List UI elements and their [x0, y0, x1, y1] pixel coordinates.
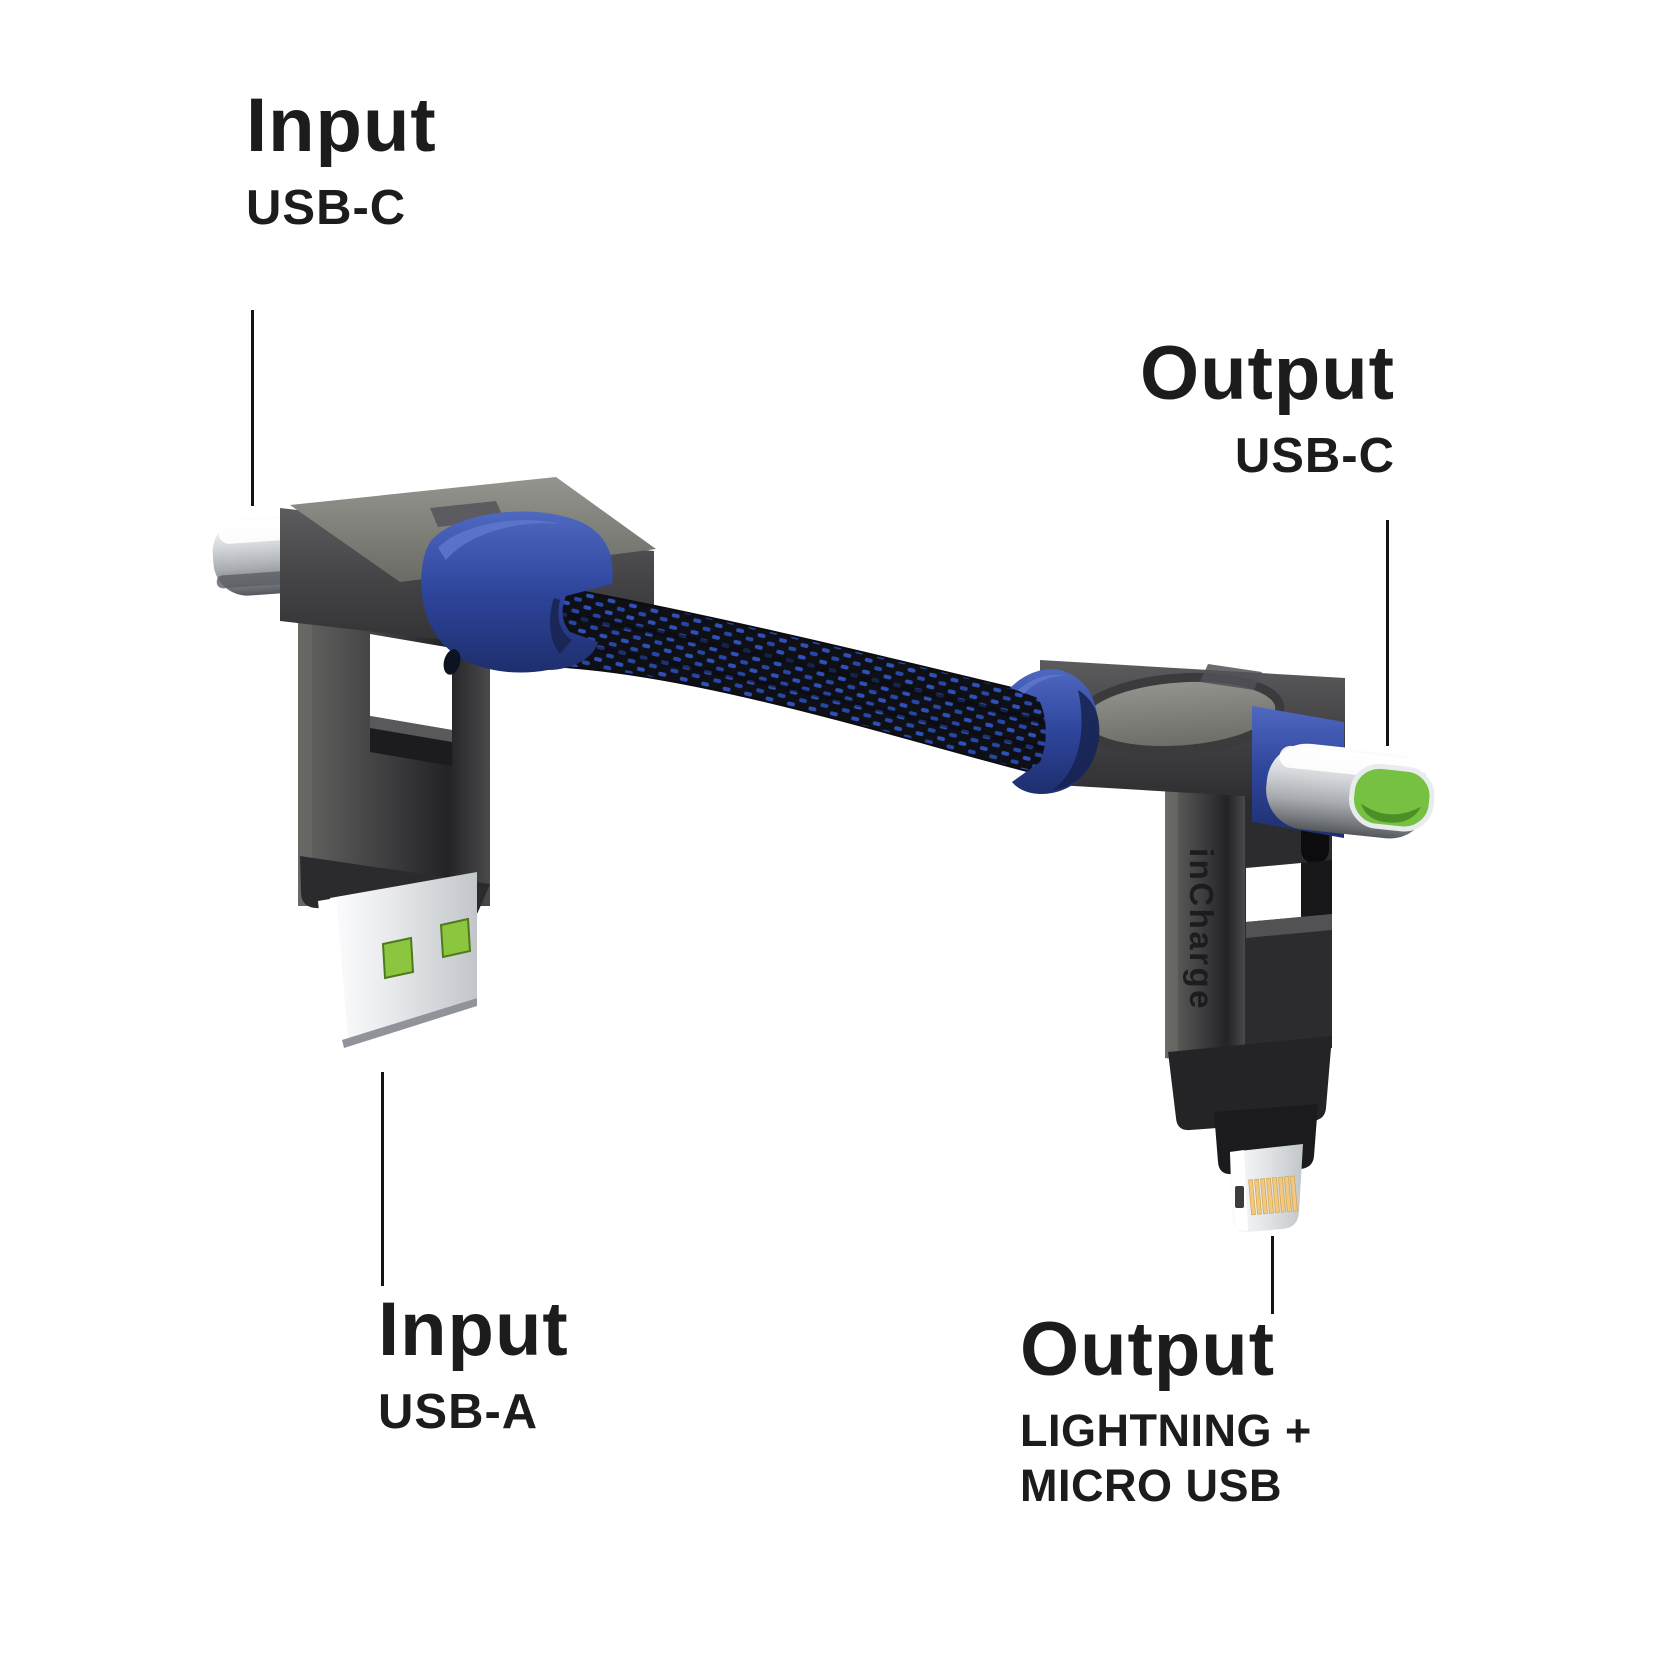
callout-subtitle-line2: MICRO USB — [1020, 1459, 1282, 1511]
leader-line-input-usba — [381, 1072, 384, 1286]
callout-subtitle: USB-A — [378, 1385, 539, 1439]
lightning-pins — [1248, 1175, 1298, 1216]
right-arm-window — [1246, 863, 1301, 922]
left-arm — [298, 596, 490, 906]
callout-input-usba: Input USB-A — [378, 1292, 569, 1437]
callout-subtitle: LIGHTNING + MICRO USB — [1020, 1404, 1312, 1514]
lightning-adapter — [1168, 1036, 1332, 1233]
leader-line-input-usbc — [251, 310, 254, 506]
callout-input-usbc: Input USB-C — [246, 88, 437, 233]
callout-subtitle-line1: LIGHTNING + — [1020, 1405, 1312, 1456]
usb-a-contact-pad — [439, 917, 472, 959]
callout-subtitle: USB-C — [1234, 429, 1395, 483]
usb-c-plug-right — [1266, 743, 1435, 839]
callout-output-lightning-microusb: Output LIGHTNING + MICRO USB — [1020, 1312, 1312, 1514]
strain-relief-left — [421, 511, 613, 675]
callout-output-usbc: Output USB-C — [1140, 336, 1395, 481]
callout-title: Output — [1020, 1307, 1276, 1392]
cable-braid — [544, 584, 1064, 780]
right-connector: inCharge — [1040, 660, 1435, 1233]
strain-relief-drip — [443, 649, 461, 675]
leader-line-output-usbc — [1386, 520, 1389, 746]
lightning-plug — [1230, 1144, 1303, 1233]
callout-title: Input — [378, 1287, 569, 1372]
usb-a-plug — [318, 872, 477, 1048]
callout-title: Output — [1139, 331, 1395, 416]
callout-subtitle: USB-C — [246, 181, 407, 235]
strain-relief-right — [1010, 669, 1100, 794]
usb-a-contact-pad — [381, 936, 415, 980]
left-arm-window — [370, 634, 452, 730]
brand-text: inCharge — [1183, 848, 1220, 1011]
leader-line-output-lightning — [1271, 1236, 1274, 1314]
lightning-notch — [1235, 1186, 1244, 1208]
right-head-notch — [1200, 664, 1262, 690]
callout-title: Input — [246, 83, 437, 168]
